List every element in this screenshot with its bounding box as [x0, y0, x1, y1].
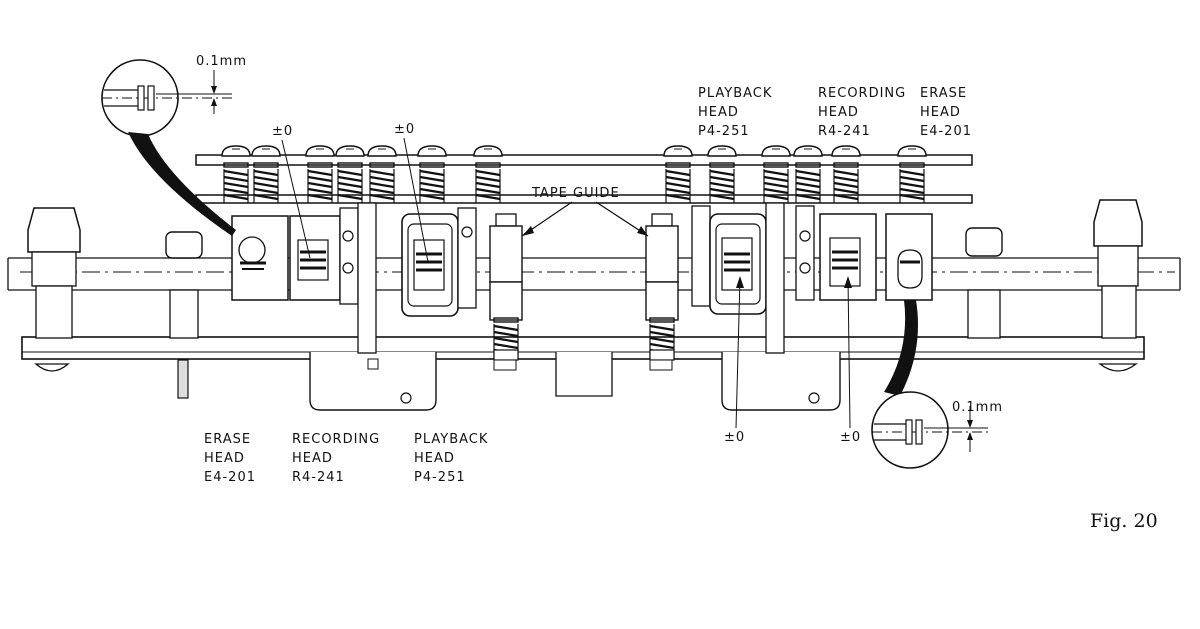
playback-head-right [691, 202, 785, 354]
zero-mark-2: ±0 [394, 122, 416, 137]
figure-caption: Fig. 20 [1090, 510, 1158, 532]
base-plate [21, 336, 1145, 360]
head-model: R4-241 [818, 124, 871, 139]
head-name: ERASE [920, 86, 968, 101]
head-model: E4-201 [920, 124, 972, 139]
tape-guide-left [489, 213, 523, 361]
bracket-center [555, 352, 613, 397]
head-model: E4-201 [204, 470, 256, 485]
right-head-bracket [795, 205, 815, 301]
head-kind: HEAD [920, 105, 961, 120]
head-kind: HEAD [818, 105, 859, 120]
head-kind: HEAD [204, 451, 245, 466]
tape-path [7, 257, 1181, 291]
erase-head-left [231, 215, 289, 301]
head-kind: HEAD [292, 451, 333, 466]
gap-label-bottom: 0.1mm [952, 400, 1004, 415]
inner-post-right [965, 227, 1003, 339]
base-feet [367, 358, 673, 371]
head-model: R4-241 [292, 470, 345, 485]
tape-guide-label: TAPE GUIDE [532, 186, 620, 201]
zero-leaders [281, 137, 852, 429]
left-tape-post [27, 207, 81, 372]
inner-post-left [165, 231, 203, 399]
gap-magnifier-top [101, 59, 236, 236]
playback-head-left [401, 207, 477, 317]
recording-head-right [819, 213, 877, 301]
zero-mark-4: ±0 [840, 430, 862, 445]
label-erase-head-bottom: ERASE HEAD E4-201 [204, 430, 256, 487]
head-model: P4-251 [698, 124, 750, 139]
head-name: PLAYBACK [698, 86, 773, 101]
tape-guide-right [645, 213, 679, 361]
label-playback-head-bottom: PLAYBACK HEAD P4-251 [414, 430, 488, 487]
gap-label-top: 0.1mm [196, 54, 248, 69]
gap-magnifier-bottom [871, 300, 988, 469]
zero-mark-3: ±0 [724, 430, 746, 445]
label-recording-head-top: RECORDING HEAD R4-241 [818, 84, 906, 141]
label-playback-head-top: PLAYBACK HEAD P4-251 [698, 84, 772, 141]
bracket-right [721, 352, 841, 411]
tape-guide-arrows [521, 201, 649, 237]
zero-mark-1: ±0 [272, 124, 294, 139]
bracket-left [309, 352, 437, 411]
head-kind: HEAD [414, 451, 455, 466]
label-erase-head-top: ERASE HEAD E4-201 [920, 84, 972, 141]
head-name: PLAYBACK [414, 432, 489, 447]
label-recording-head-bottom: RECORDING HEAD R4-241 [292, 430, 380, 487]
head-name: ERASE [204, 432, 252, 447]
erase-head-right [885, 213, 933, 301]
left-head-bracket [339, 202, 377, 354]
right-tape-post [1093, 199, 1143, 372]
head-name: RECORDING [292, 432, 381, 447]
recording-head-left [289, 215, 341, 301]
head-name: RECORDING [818, 86, 907, 101]
head-model: P4-251 [414, 470, 466, 485]
head-kind: HEAD [698, 105, 739, 120]
